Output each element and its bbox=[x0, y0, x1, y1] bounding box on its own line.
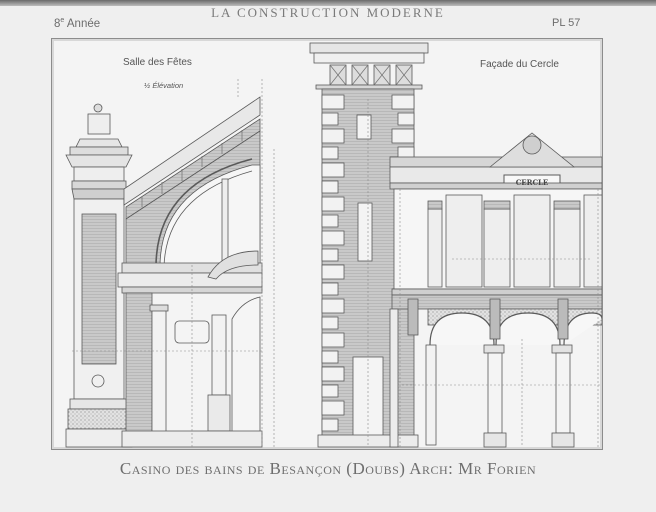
right-panel-title: Façade du Cercle bbox=[480, 59, 559, 70]
plate-number: PL 57 bbox=[552, 17, 581, 29]
plate-caption: Casino des bains de Besançon (Doubs) Arc… bbox=[119, 459, 537, 478]
year-number: 8 bbox=[54, 17, 61, 30]
year-suffix: e bbox=[60, 17, 65, 24]
left-panel-subtitle: ½ Élévation bbox=[144, 81, 184, 90]
journal-title: LA CONSTRUCTION MODERNE bbox=[211, 5, 445, 20]
salle-des-fetes-elevation bbox=[65, 96, 263, 448]
cercle-sign: CERCLE bbox=[516, 178, 549, 187]
year-label: 8e Année bbox=[54, 17, 100, 30]
year-word: Année bbox=[66, 17, 101, 30]
cercle-facade-elevation bbox=[309, 42, 602, 448]
scan-top-edge bbox=[0, 0, 656, 6]
drawing-frame: CERCLE Salle des Fêtes ½ Élévation Façad… bbox=[51, 38, 603, 450]
architectural-elevation-drawing: CERCLE bbox=[65, 42, 602, 448]
left-panel-title: Salle des Fêtes bbox=[123, 57, 192, 68]
